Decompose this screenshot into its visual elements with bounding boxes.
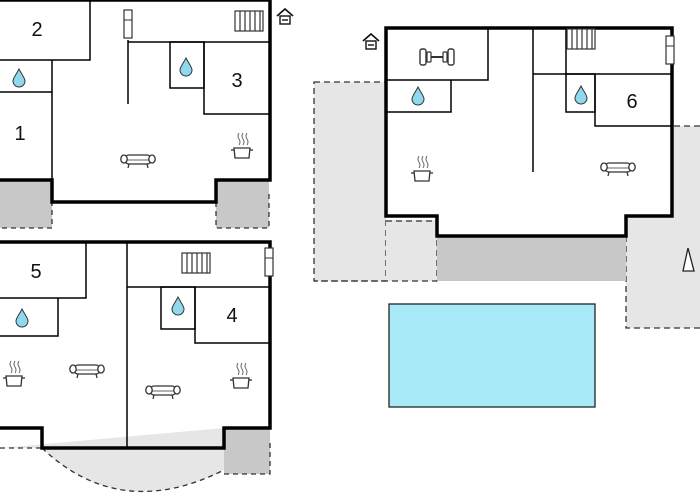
swimming-pool [388, 303, 596, 408]
north-arrow-icon [682, 247, 695, 272]
terrace [0, 180, 626, 493]
sofa-icon [145, 385, 181, 400]
room-number-1: 1 [14, 123, 25, 145]
room-number-6: 6 [626, 91, 637, 113]
bathroom-drop-icon [15, 308, 29, 328]
bathroom-drop-icon [171, 296, 185, 316]
sofa-icon [600, 162, 636, 177]
dumbbell-icon [419, 48, 455, 66]
bathroom-drop-icon [574, 85, 588, 105]
room-number-4: 4 [226, 305, 237, 327]
cooking-pot-icon [410, 155, 434, 182]
radiator-icon [181, 252, 211, 274]
entrance-icon [362, 33, 380, 50]
cooking-pot-icon [230, 132, 254, 159]
sofa-icon [120, 154, 156, 169]
cooking-pot-icon [2, 360, 26, 387]
radiator-icon [566, 28, 596, 50]
sofa-icon [69, 364, 105, 379]
garden-area [313, 81, 700, 329]
radiator-icon [234, 10, 264, 32]
apartment-right [384, 26, 674, 238]
bathroom-drop-icon [12, 68, 26, 88]
fireplace-icon [123, 9, 133, 39]
cooking-pot-icon [229, 362, 253, 389]
bathroom-drop-icon [411, 86, 425, 106]
apartment-top-left [0, 0, 272, 204]
bathroom-drop-icon [179, 57, 193, 77]
room-number-2: 2 [31, 19, 42, 41]
room-number-5: 5 [30, 261, 41, 283]
entrance-icon [276, 8, 294, 25]
fireplace-icon [264, 247, 274, 277]
fireplace-icon [665, 35, 675, 65]
room-number-3: 3 [231, 70, 242, 92]
